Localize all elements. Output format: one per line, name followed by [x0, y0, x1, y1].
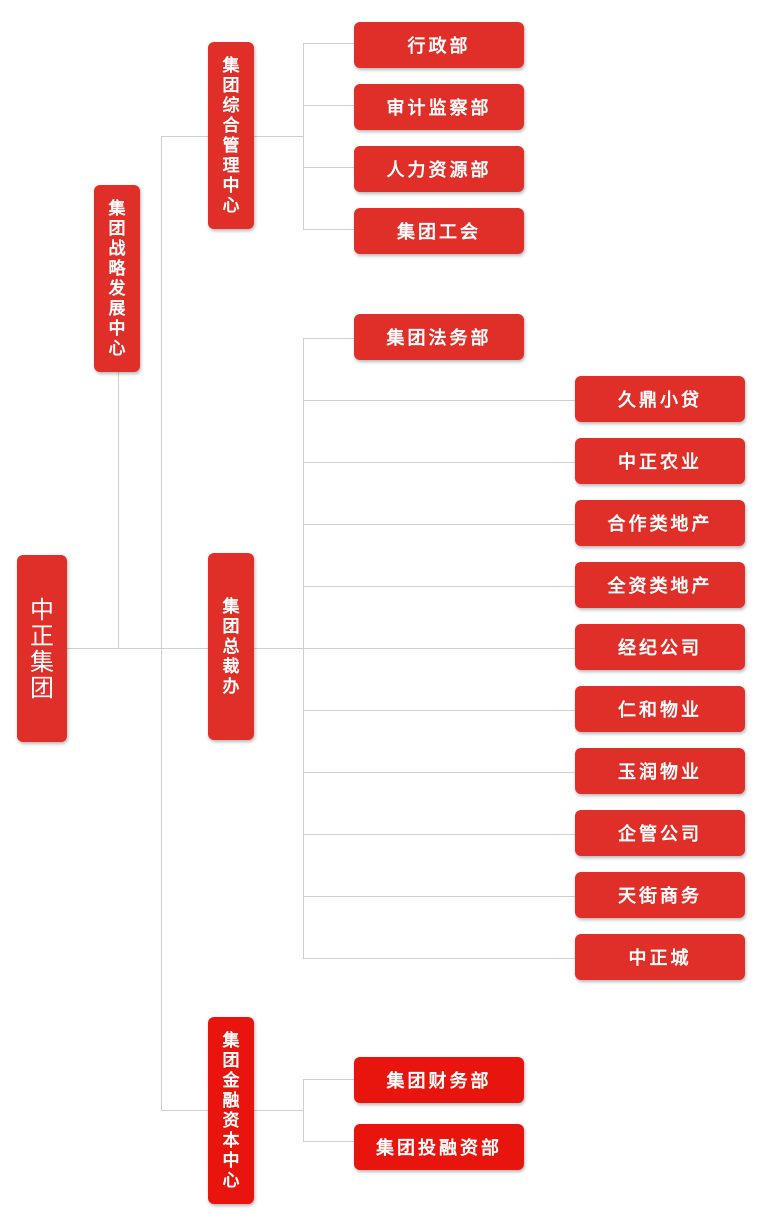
connector-line: [303, 105, 354, 106]
label-char: 心: [222, 195, 240, 216]
connector-line: [303, 1079, 354, 1080]
connector-line: [66, 648, 208, 649]
strategy-center-node[interactable]: 集团战略发展中心: [94, 185, 140, 372]
label-char: 集: [222, 55, 240, 76]
label-char: 团: [222, 75, 240, 96]
label-char: 总: [222, 636, 240, 657]
subsidiary-node[interactable]: 经纪公司: [575, 624, 745, 670]
connector-line: [303, 772, 575, 773]
dept-node[interactable]: 人力资源部: [354, 146, 524, 192]
label-char: 综: [222, 95, 240, 116]
label-char: 心: [108, 338, 126, 359]
label-char: 发: [108, 278, 126, 299]
label-char: 团: [30, 673, 54, 702]
subsidiary-node[interactable]: 中正农业: [575, 438, 745, 484]
connector-line: [303, 710, 575, 711]
connector-line: [303, 462, 575, 463]
subsidiary-node[interactable]: 天街商务: [575, 872, 745, 918]
label-char: 融: [222, 1090, 240, 1111]
label-char: 集: [108, 198, 126, 219]
label-char: 中: [108, 318, 126, 339]
dept-node[interactable]: 集团法务部: [354, 314, 524, 360]
label-char: 裁: [222, 656, 240, 677]
subsidiary-node[interactable]: 玉润物业: [575, 748, 745, 794]
label-char: 集: [30, 647, 54, 676]
subsidiary-node[interactable]: 仁和物业: [575, 686, 745, 732]
connector-line: [161, 136, 162, 1110]
label-char: 理: [222, 155, 240, 176]
label-char: 管: [222, 135, 240, 156]
dept-node[interactable]: 集团工会: [354, 208, 524, 254]
connector-line: [303, 1079, 304, 1142]
connector-line: [303, 167, 354, 168]
connector-line: [161, 136, 208, 137]
label-char: 心: [222, 1170, 240, 1191]
dept-node[interactable]: 集团投融资部: [354, 1124, 524, 1170]
connector-line: [303, 648, 575, 649]
connector-line: [303, 400, 575, 401]
label-char: 本: [222, 1130, 240, 1151]
connector-line: [303, 524, 575, 525]
connector-line: [303, 586, 575, 587]
president-office-node[interactable]: 集团总裁办: [208, 553, 254, 740]
label-char: 正: [30, 621, 54, 650]
connector-line: [254, 1110, 304, 1111]
label-char: 集: [222, 596, 240, 617]
connector-line: [303, 338, 354, 339]
connector-line: [303, 43, 304, 230]
subsidiary-node[interactable]: 中正城: [575, 934, 745, 980]
root-node[interactable]: 中正集团: [17, 555, 67, 742]
connector-line: [254, 648, 304, 649]
admin-center-node[interactable]: 集团综合管理中心: [208, 42, 254, 229]
connector-line: [303, 896, 575, 897]
subsidiary-node[interactable]: 久鼎小贷: [575, 376, 745, 422]
label-char: 中: [222, 1150, 240, 1171]
label-char: 中: [222, 175, 240, 196]
label-char: 金: [222, 1070, 240, 1091]
finance-center-node[interactable]: 集团金融资本中心: [208, 1017, 254, 1204]
subsidiary-node[interactable]: 全资类地产: [575, 562, 745, 608]
dept-node[interactable]: 行政部: [354, 22, 524, 68]
label-char: 战: [108, 238, 126, 259]
subsidiary-node[interactable]: 企管公司: [575, 810, 745, 856]
dept-node[interactable]: 集团财务部: [354, 1057, 524, 1103]
connector-line: [161, 1110, 208, 1111]
connector-line: [303, 43, 354, 44]
connector-line: [303, 958, 575, 959]
connector-line: [303, 229, 354, 230]
dept-node[interactable]: 审计监察部: [354, 84, 524, 130]
label-char: 中: [30, 595, 54, 624]
label-char: 展: [108, 298, 126, 319]
label-char: 团: [222, 1050, 240, 1071]
subsidiary-node[interactable]: 合作类地产: [575, 500, 745, 546]
label-char: 团: [108, 218, 126, 239]
label-char: 合: [222, 115, 240, 136]
connector-line: [254, 136, 304, 137]
label-char: 略: [108, 258, 126, 279]
connector-line: [118, 372, 119, 648]
connector-line: [303, 834, 575, 835]
label-char: 资: [222, 1110, 240, 1131]
label-char: 集: [222, 1030, 240, 1051]
connector-line: [303, 1141, 354, 1142]
label-char: 团: [222, 616, 240, 637]
label-char: 办: [222, 676, 240, 697]
